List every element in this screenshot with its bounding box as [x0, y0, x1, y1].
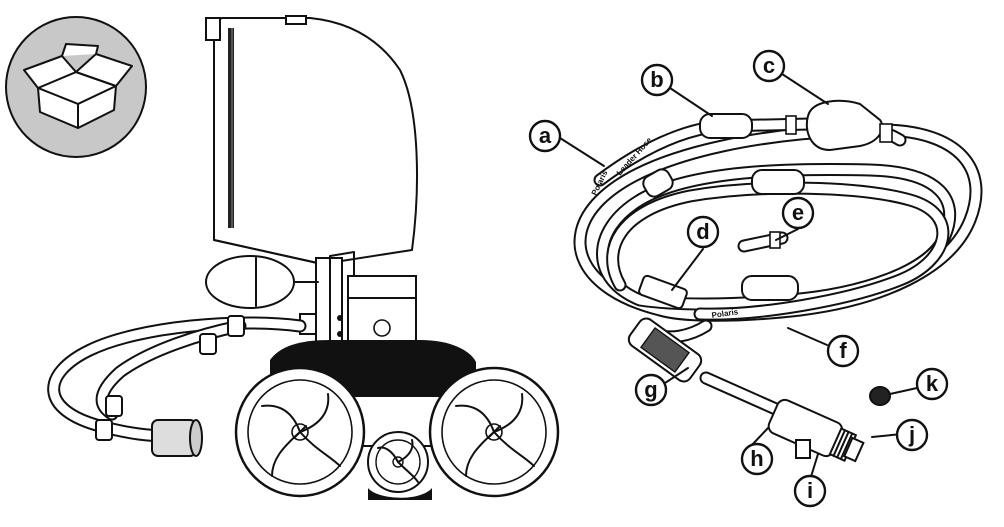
label-circle-b	[640, 63, 674, 97]
label-letter-k: k	[926, 371, 939, 396]
label-j: j	[895, 418, 929, 452]
label-i: i	[793, 474, 827, 508]
label-circle-g	[634, 373, 668, 407]
label-letter-f: f	[839, 338, 847, 363]
label-b: b	[640, 63, 674, 97]
label-letter-g: g	[644, 377, 657, 402]
hose-print-brand-2: Polaris	[711, 307, 739, 320]
label-circle-h	[740, 442, 774, 476]
pool-cleaner	[47, 15, 560, 500]
label-circle-c	[752, 49, 786, 83]
feed-hose-assembly: Leader Hose Polaris Polaris	[573, 99, 983, 463]
label-circle-d	[686, 215, 720, 249]
label-circle-e	[781, 196, 815, 230]
label-circle-a	[528, 119, 562, 153]
label-letter-c: c	[763, 53, 775, 78]
label-circle-f	[826, 334, 860, 368]
label-letter-d: d	[696, 219, 709, 244]
label-letter-i: i	[807, 478, 813, 503]
label-c: c	[752, 49, 786, 83]
label-f: f	[826, 334, 860, 368]
label-a: a	[528, 119, 562, 153]
label-d: d	[686, 215, 720, 249]
box-contents-icon	[5, 16, 147, 158]
label-circle-i	[793, 474, 827, 508]
label-letter-a: a	[539, 123, 552, 148]
label-letter-j: j	[908, 422, 915, 447]
label-letter-e: e	[792, 200, 804, 225]
label-h: h	[740, 442, 774, 476]
label-letter-b: b	[650, 67, 663, 92]
part-labels: a b c d e f g h i j k	[528, 49, 949, 508]
label-e: e	[781, 196, 815, 230]
label-circle-j	[895, 418, 929, 452]
label-g: g	[634, 373, 668, 407]
label-letter-h: h	[750, 446, 763, 471]
label-k: k	[915, 367, 949, 401]
label-circle-k	[915, 367, 949, 401]
